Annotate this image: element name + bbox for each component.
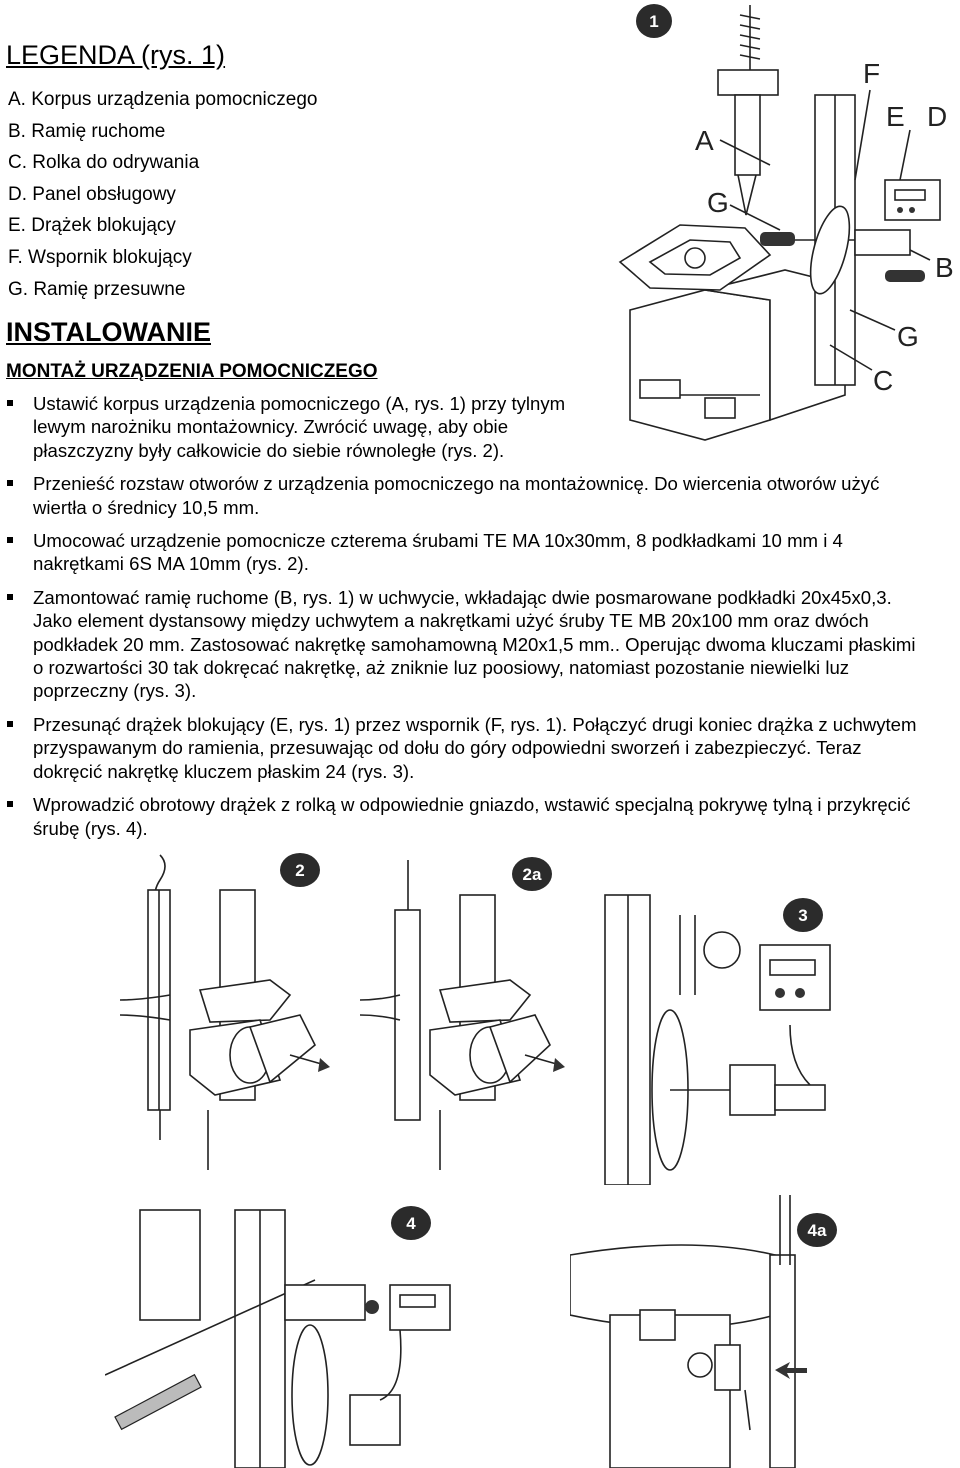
legend-item-c: C. Rolka do odrywania [8,152,200,174]
callout-c: C [873,365,893,396]
callout-a: A [695,125,714,156]
install-step: Przenieść rozstaw otworów z urządzenia p… [0,472,930,519]
bullet-square-icon [7,720,13,727]
callout-g-top: G [707,187,729,218]
install-step: Umocować urządzenie pomocnicze czterema … [0,529,930,576]
install-step-text: Umocować urządzenie pomocnicze czterema … [33,530,843,575]
install-step: Przesunąć drążek blokujący (E, rys. 1) p… [0,713,930,783]
figure-badge-label: 4 [406,1214,416,1233]
figure-badge-label: 1 [649,12,658,31]
legend-item-b: B. Ramię ruchome [8,120,166,142]
install-subtitle: MONTAŻ URZĄDZENIA POMOCNICZEGO [6,361,378,382]
install-steps: Ustawić korpus urządzenia pomocniczego (… [0,392,930,850]
bullet-square-icon [7,801,13,808]
figure-4a-air-regulator: 4a [570,1195,837,1468]
legend-item-a: A. Korpus urządzenia pomocniczego [8,89,318,110]
figure-3-arm-assembly: 3 [604,894,831,1185]
install-step-text: Wprowadzić obrotowy drążek z rolką w odp… [33,794,911,839]
legend-item-f: F. Wspornik blokujący [8,246,192,268]
figure-badge-label: 4a [808,1221,827,1240]
figure-2a-mounting-body: 2a [360,857,565,1170]
install-step-text: Zamontować ramię ruchome (B, rys. 1) w u… [33,586,916,702]
legend-item-d: D. Panel obsługowy [8,183,176,205]
callout-f: F [863,58,880,89]
legend-title: LEGENDA (rys. 1) [6,40,226,70]
figure-4-roller-arm: 4 [105,1206,451,1468]
install-step-text: Przenieść rozstaw otworów z urządzenia p… [33,473,880,518]
install-step-text: Ustawić korpus urządzenia pomocniczego (… [33,393,566,461]
figure-badge-label: 2 [295,861,304,880]
figure-2-mounting-body: 2 [120,853,330,1170]
install-step: Zamontować ramię ruchome (B, rys. 1) w u… [0,586,930,703]
install-title: INSTALOWANIE [6,317,211,347]
figure-badge-label: 3 [798,906,807,925]
figure-1-tyre-changer: 1 A F E D G B G C [618,4,954,441]
legend-list: A. Korpus urządzenia pomocniczego B. Ram… [8,84,317,305]
callout-b: B [935,252,954,283]
install-step: Ustawić korpus urządzenia pomocniczego (… [0,392,613,462]
bullet-square-icon [7,480,13,487]
callout-d: D [927,101,947,132]
bullet-square-icon [7,593,13,600]
figure-badge [636,4,672,38]
legend-item-e: E. Drążek blokujący [8,215,176,237]
legend-item-g: G. Ramię przesuwne [8,278,186,300]
callout-e: E [886,101,905,132]
bullet-square-icon [7,537,13,544]
bullet-square-icon [7,400,13,406]
install-step: Wprowadzić obrotowy drążek z rolką w odp… [0,793,930,840]
install-step-text: Przesunąć drążek blokujący (E, rys. 1) p… [33,713,917,782]
callout-g-bottom: G [897,321,919,352]
figure-badge-label: 2a [523,865,542,884]
